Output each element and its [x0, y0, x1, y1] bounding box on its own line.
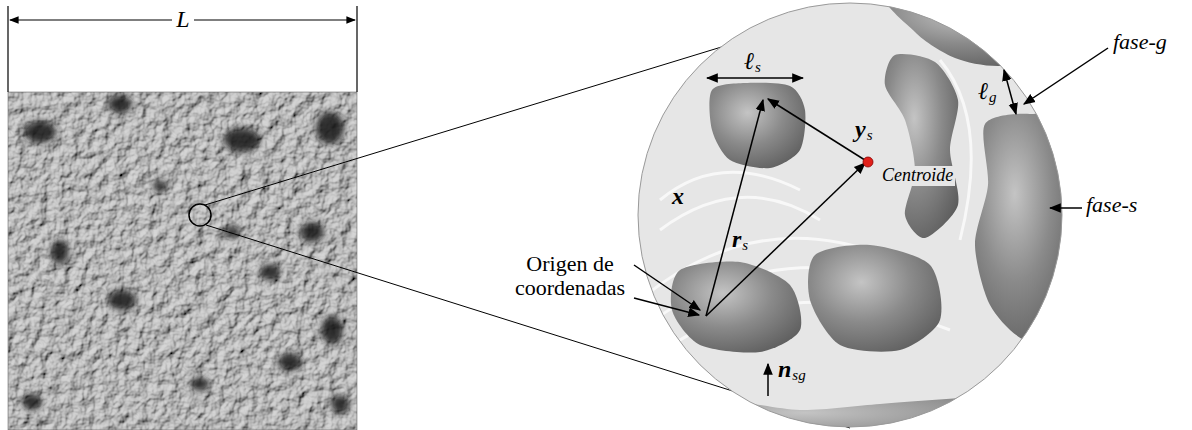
grain: [975, 111, 1074, 346]
solid-phase: [600, 0, 1110, 430]
magnified-outline: [638, 3, 1062, 427]
leader-arrow: [1050, 207, 1082, 209]
subscript: sg: [792, 367, 805, 384]
dimension-tick: [7, 6, 8, 92]
grain: [885, 54, 959, 238]
gas-phase: [630, 0, 1080, 430]
subscript: s: [755, 59, 761, 76]
micrograph-frame: [8, 92, 357, 430]
position-vector: [706, 163, 865, 316]
vector-symbol: n: [778, 356, 791, 382]
length-symbol: ℓ: [744, 48, 754, 74]
subscript: g: [989, 89, 997, 106]
zoom-marker: [189, 204, 211, 226]
grain: [671, 261, 801, 352]
micrograph: [8, 92, 357, 430]
position-vector: [768, 99, 868, 162]
subscript: s: [867, 127, 873, 144]
length-arrow: [707, 77, 803, 79]
magnified-region: [600, 0, 1110, 430]
subscript: s: [742, 237, 748, 254]
grain: [709, 83, 805, 169]
pores: [22, 95, 349, 413]
grain: [808, 245, 941, 352]
leader-arrow: [1024, 48, 1108, 104]
length-arrow: [1004, 70, 1016, 114]
phase-label: fase-s: [1086, 193, 1137, 217]
phase-label: fase-g: [1113, 30, 1167, 54]
normal-vector: [767, 364, 769, 396]
length-symbol: ℓ: [978, 78, 988, 104]
micrograph-texture: [8, 92, 357, 430]
vector-symbol: y: [855, 116, 866, 142]
position-vector: [706, 100, 763, 316]
leader-arrow: [634, 265, 700, 310]
grain: [884, 0, 1083, 66]
centroid-dot: [863, 157, 873, 167]
dimension-tick: [356, 6, 357, 92]
point-label: Centroide: [880, 166, 955, 186]
arrows: [634, 48, 1108, 396]
grain: [600, 390, 1110, 430]
dimension-label: L: [172, 6, 193, 32]
callout-text: Origen de coordenadas: [490, 252, 650, 300]
vector-symbol: x: [672, 183, 684, 209]
leader-arrow: [634, 298, 699, 315]
vector-symbol: r: [732, 226, 741, 252]
